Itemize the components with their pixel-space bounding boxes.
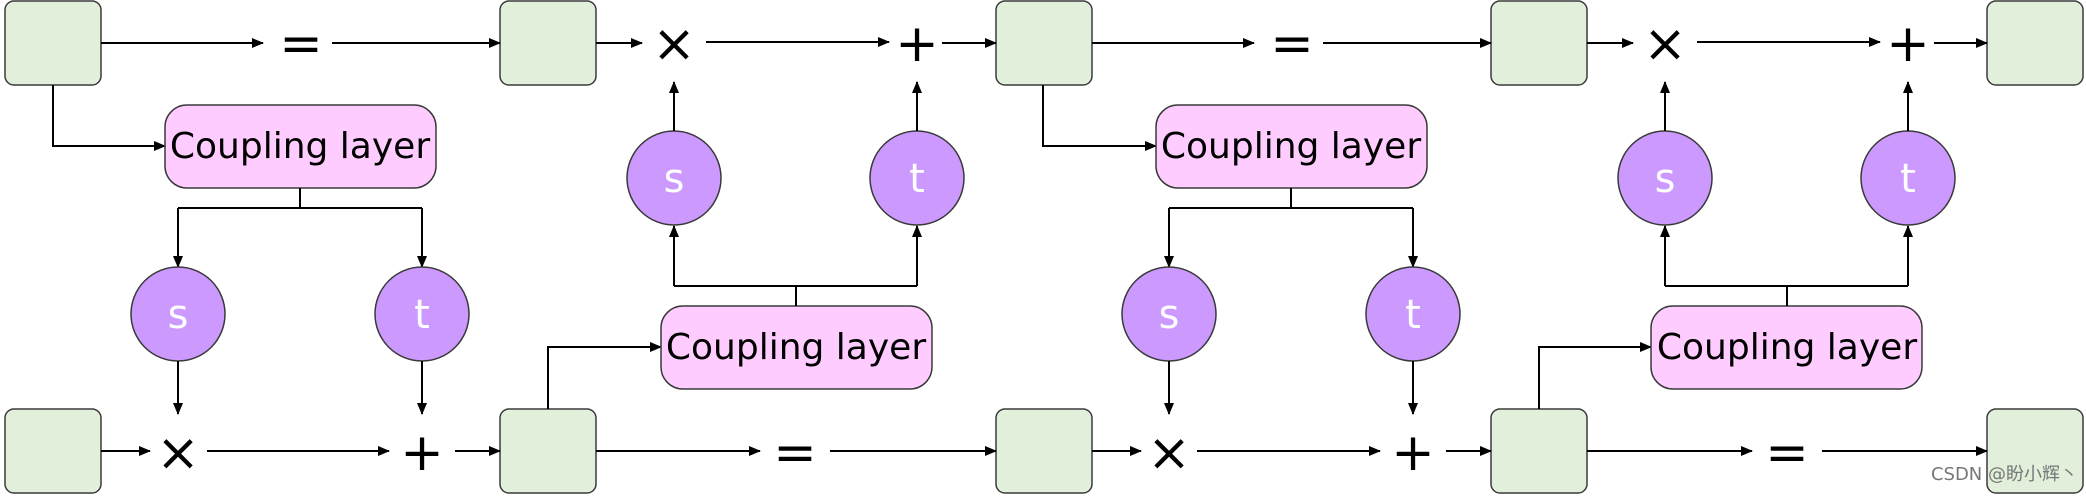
equal-op-bottom-2: = [1765,423,1809,483]
equal-op-top-2: = [1270,14,1314,74]
top-variable-box-4 [1490,0,1588,86]
equal-op-top-1: = [279,14,323,74]
translate-node-3-label: t [1405,292,1421,338]
add-op-bottom-2: + [1391,423,1435,483]
stage3-split-left [1169,188,1292,209]
add-op-bottom-1: + [400,423,444,483]
translate-node-4-label: t [1900,156,1916,202]
scale-node-4-label: s [1655,156,1676,202]
add-op-top-2: + [1886,14,1930,74]
top-variable-box-5 [1986,0,2084,86]
multiply-op-top-2: × [1643,14,1687,74]
bottom-variable-box-2 [499,408,597,494]
stage2-input-connector [547,342,662,409]
stage4-input-connector [1538,342,1652,409]
stage2-split-left [674,285,797,306]
top-variable-box-1 [4,0,102,86]
translate-node-2-label: t [909,156,925,202]
multiply-op-bottom-2: × [1147,423,1191,483]
bottom-variable-box-1 [4,408,102,494]
stage1-input-connector [52,85,166,151]
coupling-layer-2-label: Coupling layer [666,327,926,368]
coupling-layer-4-label: Coupling layer [1657,327,1917,368]
stage4-split-left [1665,285,1788,306]
top-variable-box-3 [995,0,1093,86]
stage3-input-connector [1042,85,1157,151]
equal-op-bottom-1: = [773,423,817,483]
multiply-op-top-1: × [652,14,696,74]
scale-node-3-label: s [1159,292,1180,338]
top-variable-box-2 [499,0,597,86]
watermark: CSDN @盼小辉丶 [1931,464,2078,485]
stage1-split-left [178,188,301,209]
coupling-layer-1-label: Coupling layer [170,126,430,167]
bottom-variable-box-3 [995,408,1093,494]
add-op-top-1: + [895,14,939,74]
bottom-variable-box-4 [1490,408,1588,494]
scale-node-2-label: s [664,156,685,202]
multiply-op-bottom-1: × [156,423,200,483]
translate-node-1-label: t [414,292,430,338]
coupling-layer-3-label: Coupling layer [1161,126,1421,167]
scale-node-1-label: s [168,292,189,338]
